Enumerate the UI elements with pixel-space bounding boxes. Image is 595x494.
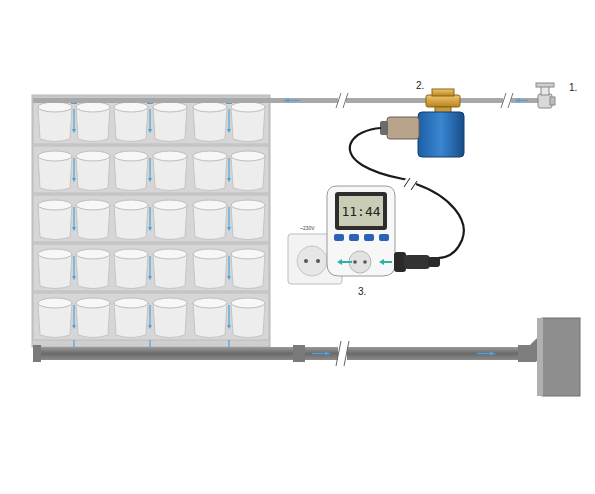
drip-arrow <box>227 276 231 280</box>
pot <box>231 102 265 142</box>
drip-arrow <box>227 178 231 182</box>
drip-flow <box>73 109 74 131</box>
drip-flow <box>228 207 229 229</box>
pot <box>76 102 110 142</box>
pot <box>193 151 227 191</box>
drip-arrow <box>72 129 76 133</box>
drip-arrow <box>72 178 76 182</box>
drip-arrow <box>227 129 231 133</box>
supply-pipe <box>33 93 541 108</box>
drip-flow <box>149 207 150 229</box>
tap <box>536 83 555 108</box>
pot <box>231 298 265 338</box>
pot <box>114 249 148 289</box>
pot <box>153 200 187 240</box>
planter-row <box>33 195 269 242</box>
pot <box>114 102 148 142</box>
pot <box>153 151 187 191</box>
planter-row <box>33 244 269 291</box>
drip-flow <box>149 158 150 180</box>
pot <box>153 249 187 289</box>
drip-arrow <box>227 325 231 329</box>
solenoid-valve <box>380 89 464 157</box>
drain-pipe <box>33 318 580 396</box>
pot <box>76 151 110 191</box>
voltage-label: ~230V <box>300 226 315 231</box>
drip-flow <box>228 109 229 131</box>
pot <box>38 249 72 289</box>
plug <box>394 252 440 272</box>
drip-arrow <box>72 325 76 329</box>
drip-flow <box>149 305 150 327</box>
pot <box>38 298 72 338</box>
drip-arrow <box>148 276 152 280</box>
pot <box>153 102 187 142</box>
drip-flow <box>73 207 74 229</box>
pot <box>193 298 227 338</box>
drip-flow <box>73 256 74 278</box>
pot <box>193 200 227 240</box>
drip-arrow <box>72 276 76 280</box>
pot <box>153 298 187 338</box>
drip-flow <box>228 158 229 180</box>
pot <box>76 298 110 338</box>
planter-row <box>33 293 269 340</box>
drip-arrow <box>148 325 152 329</box>
pot <box>76 249 110 289</box>
pot <box>114 200 148 240</box>
drip-flow <box>73 305 74 327</box>
callout-number: 2. <box>416 81 424 91</box>
pot <box>38 151 72 191</box>
pot <box>114 151 148 191</box>
pot <box>231 249 265 289</box>
drip-flow <box>149 109 150 131</box>
planter-row <box>33 97 269 144</box>
drip-flow <box>228 305 229 327</box>
drip-flow <box>149 256 150 278</box>
planter-row <box>33 146 269 193</box>
timer-display: 11:44 <box>341 205 380 218</box>
planter-pots <box>33 97 269 354</box>
callout-number: 1. <box>569 83 577 93</box>
drip-arrow <box>148 227 152 231</box>
drip-flow <box>228 256 229 278</box>
pot <box>231 151 265 191</box>
callout-number: 3. <box>358 287 366 297</box>
drip-arrow <box>227 227 231 231</box>
pot <box>193 249 227 289</box>
drip-arrow <box>148 178 152 182</box>
pot <box>231 200 265 240</box>
planter-wall <box>32 95 270 347</box>
drip-arrow <box>148 129 152 133</box>
pot <box>76 200 110 240</box>
pot <box>114 298 148 338</box>
timer <box>327 186 395 276</box>
pot <box>38 200 72 240</box>
drip-flow <box>73 158 74 180</box>
pot <box>38 102 72 142</box>
pot <box>193 102 227 142</box>
drip-arrow <box>72 227 76 231</box>
